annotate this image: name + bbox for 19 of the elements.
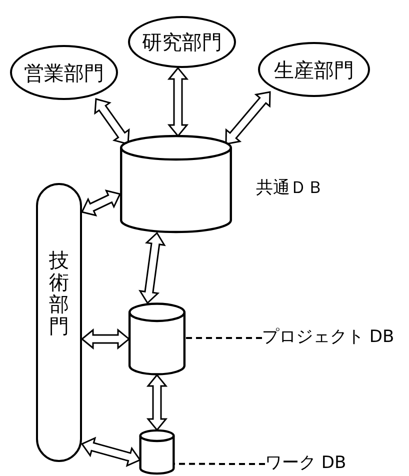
database-cylinder	[140, 430, 174, 474]
double-arrow	[80, 328, 130, 350]
department-pill: 技術部門	[36, 183, 82, 462]
leader-line	[185, 337, 262, 339]
double-arrow	[146, 374, 168, 432]
double-arrow	[94, 98, 130, 145]
department-ellipse: 研究部門	[128, 16, 236, 68]
database-label: ワーク DB	[265, 453, 365, 475]
double-arrow	[80, 436, 142, 468]
double-arrow	[80, 190, 122, 216]
database-label: プロジェクト DB	[262, 327, 407, 349]
double-arrow	[225, 91, 271, 145]
double-arrow	[167, 66, 189, 138]
database-cylinder	[120, 135, 232, 233]
department-ellipse: 営業部門	[10, 45, 118, 100]
department-ellipse: 生産部門	[258, 42, 370, 97]
double-arrow	[138, 232, 166, 304]
database-cylinder	[129, 303, 185, 375]
database-label: 共通ＤＢ	[256, 177, 324, 200]
